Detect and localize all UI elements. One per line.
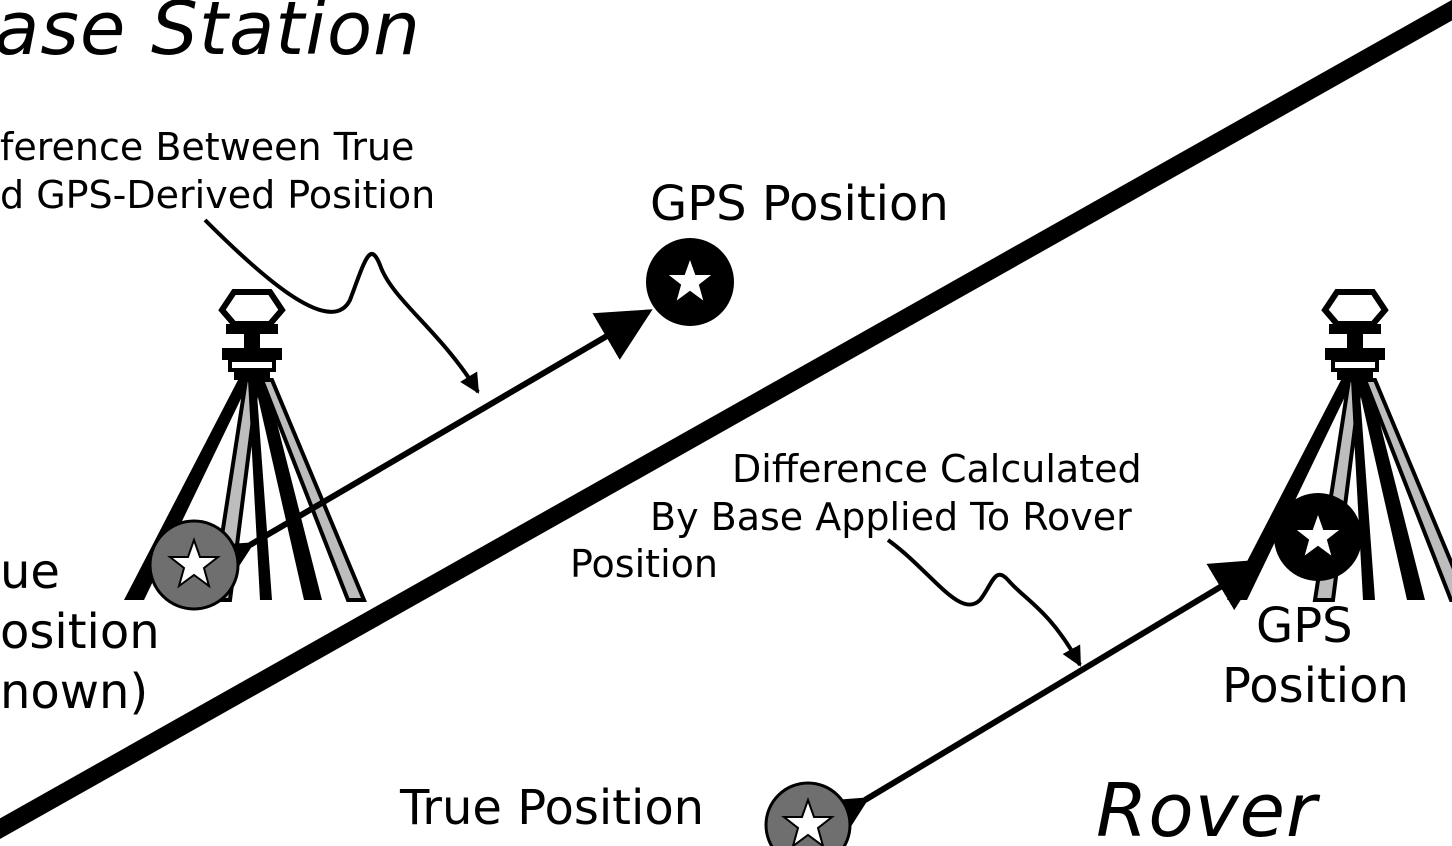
rover-title: Rover: [1096, 768, 1317, 846]
rover-true-marker-icon: [766, 783, 850, 846]
rover-difference-arrow: [865, 562, 1262, 800]
base-true-line-2: osition: [0, 604, 160, 660]
rover-callout-arrow: [888, 540, 1080, 665]
base-gps-label: GPS Position: [650, 176, 949, 232]
rover-gps-line-1: GPS: [1256, 598, 1353, 654]
rover-true-line-1: True Position: [400, 780, 704, 836]
base-true-marker-icon: [150, 521, 238, 609]
base-station-title: ase Station: [0, 0, 421, 72]
base-true-line-1: ue: [0, 544, 60, 600]
base-gps-marker-icon: [646, 238, 734, 326]
base-note-line-2: d GPS-Derived Position: [0, 173, 435, 217]
rover-gps-marker-icon: [1274, 493, 1362, 581]
rover-note-line-2: By Base Applied To Rover: [650, 495, 1132, 539]
base-true-line-3: nown): [0, 664, 148, 720]
rover-note-line-1: Difference Calculated: [732, 447, 1142, 491]
base-note-line-1: ference Between True: [0, 125, 414, 169]
rover-gps-line-2: Position: [1222, 658, 1409, 714]
rover-note-line-3: Position: [570, 542, 718, 586]
base-difference-arrow: [250, 312, 648, 545]
